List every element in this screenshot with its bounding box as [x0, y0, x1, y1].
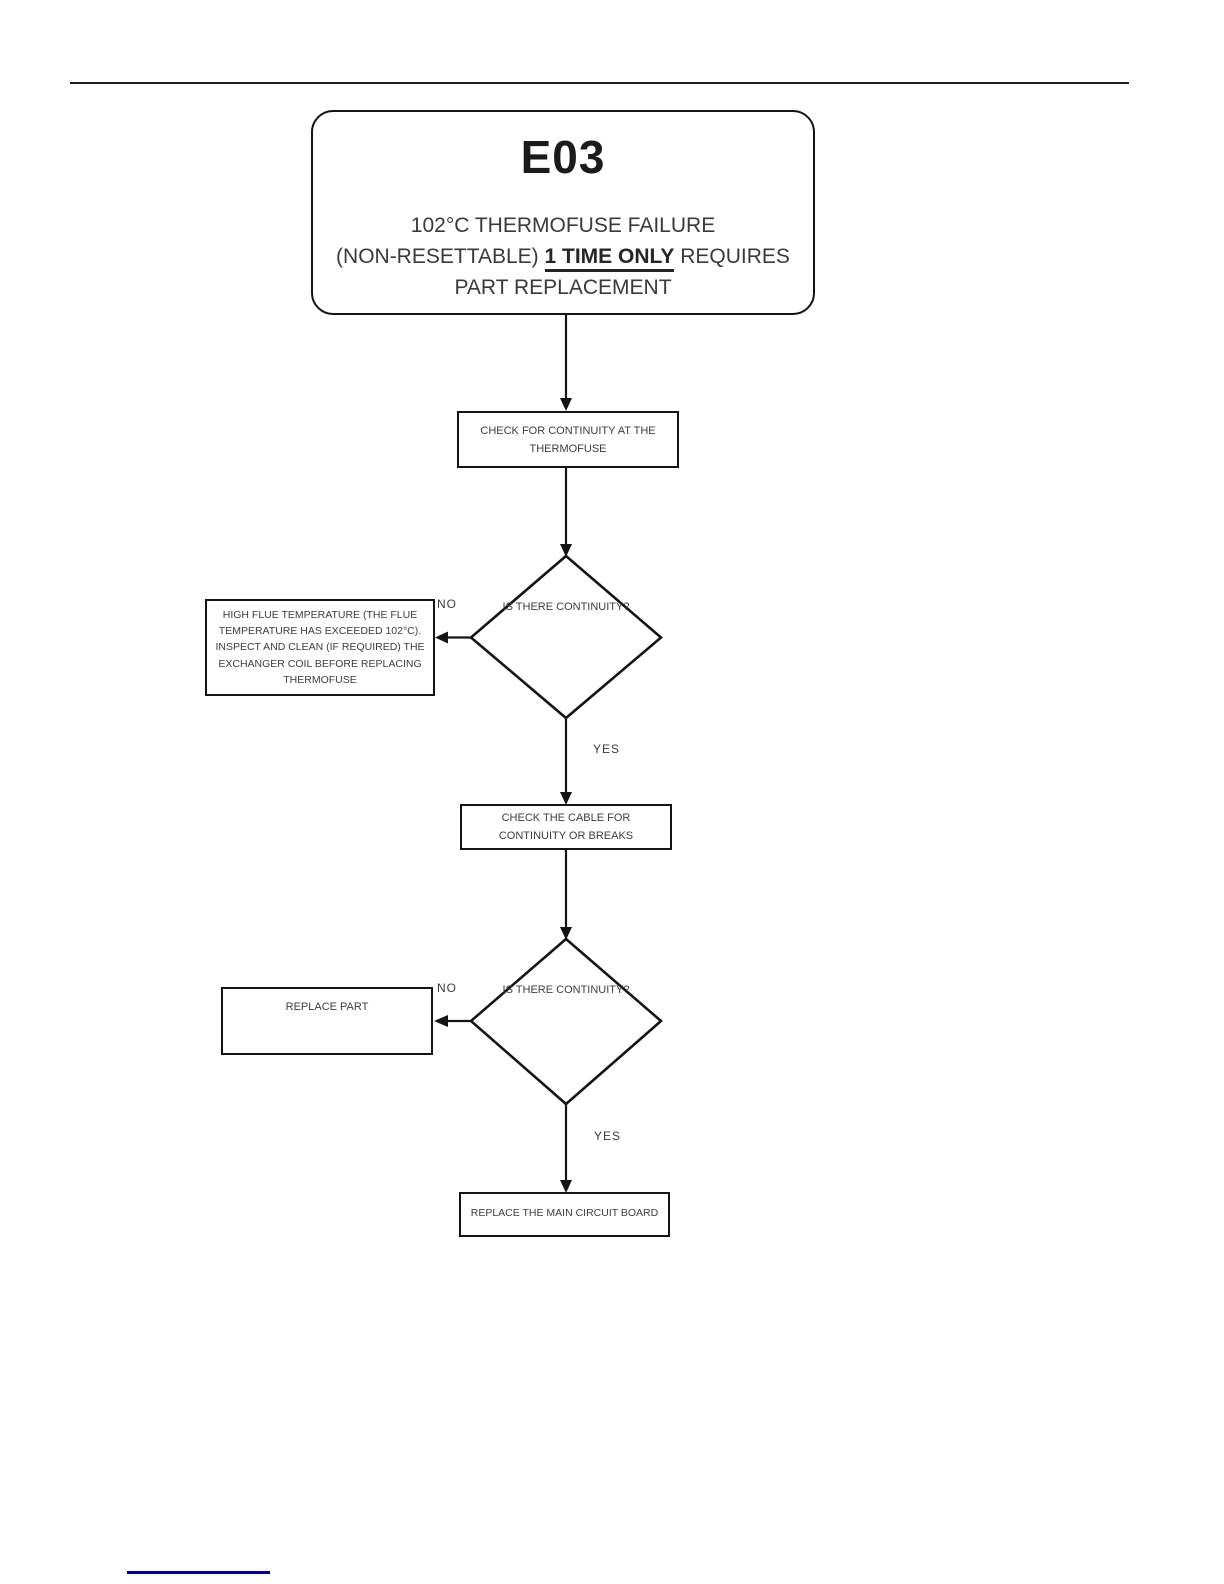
process-check-thermofuse-label: CHECK FOR CONTINUITY AT THE THERMOFUSE: [480, 424, 656, 455]
process-replace-main-circuit-board-label: REPLACE THE MAIN CIRCUIT BOARD: [470, 1207, 659, 1219]
decision1-diamond: [468, 554, 664, 720]
process-high-flue-temperature-label: HIGH FLUE TEMPERATURE (THE FLUE TEMPERAT…: [215, 608, 425, 686]
error-description-line3: PART REPLACEMENT: [454, 276, 672, 299]
process-replace-part-label: REPLACE PART: [285, 1001, 369, 1013]
error-description-line1: 102°C THERMOFUSE FAILURE: [410, 214, 716, 237]
decision2-yes-label: YES: [594, 1129, 622, 1143]
decision2-diamond: [469, 937, 663, 1106]
error-description-line2-suffix: REQUIRES: [674, 245, 790, 268]
arrowhead-to-decision2: [560, 927, 572, 940]
footer-link-underline[interactable]: [127, 1571, 270, 1574]
error-description-emphasis: 1 TIME ONLY: [544, 245, 675, 272]
arrowhead-to-replace-board: [560, 1180, 572, 1193]
page-header-rule: [70, 82, 1129, 84]
arrowhead-to-decision1: [560, 544, 572, 557]
error-description: 102°C THERMOFUSE FAILURE (NON-RESETTABLE…: [313, 210, 813, 303]
process-replace-part: REPLACE PART: [221, 987, 433, 1055]
arrowhead-to-high-flue: [435, 631, 448, 644]
error-code-title: E03: [520, 131, 606, 183]
process-check-cable: CHECK THE CABLE FOR CONTINUITY OR BREAKS: [460, 804, 672, 850]
decision1-no-label: NO: [437, 597, 457, 611]
process-check-cable-label: CHECK THE CABLE FOR CONTINUITY OR BREAKS: [498, 812, 634, 842]
process-check-thermofuse: CHECK FOR CONTINUITY AT THE THERMOFUSE: [457, 411, 679, 468]
decision1-label: IS THERE CONTINUITY?: [502, 601, 630, 613]
arrowhead-to-check-thermofuse: [560, 398, 572, 411]
arrowhead-to-replace-part: [434, 1015, 448, 1027]
process-high-flue-temperature: HIGH FLUE TEMPERATURE (THE FLUE TEMPERAT…: [205, 599, 435, 696]
decision2-label: IS THERE CONTINUITY?: [502, 984, 630, 996]
start-terminator-node: E03 102°C THERMOFUSE FAILURE (NON-RESETT…: [311, 110, 815, 315]
process-replace-main-circuit-board: REPLACE THE MAIN CIRCUIT BOARD: [459, 1192, 670, 1237]
decision2-no-label: NO: [437, 981, 457, 995]
decision1-yes-label: YES: [593, 742, 621, 756]
error-description-line2-prefix: (NON-RESETTABLE): [336, 245, 545, 268]
arrowhead-to-check-cable: [560, 792, 572, 805]
